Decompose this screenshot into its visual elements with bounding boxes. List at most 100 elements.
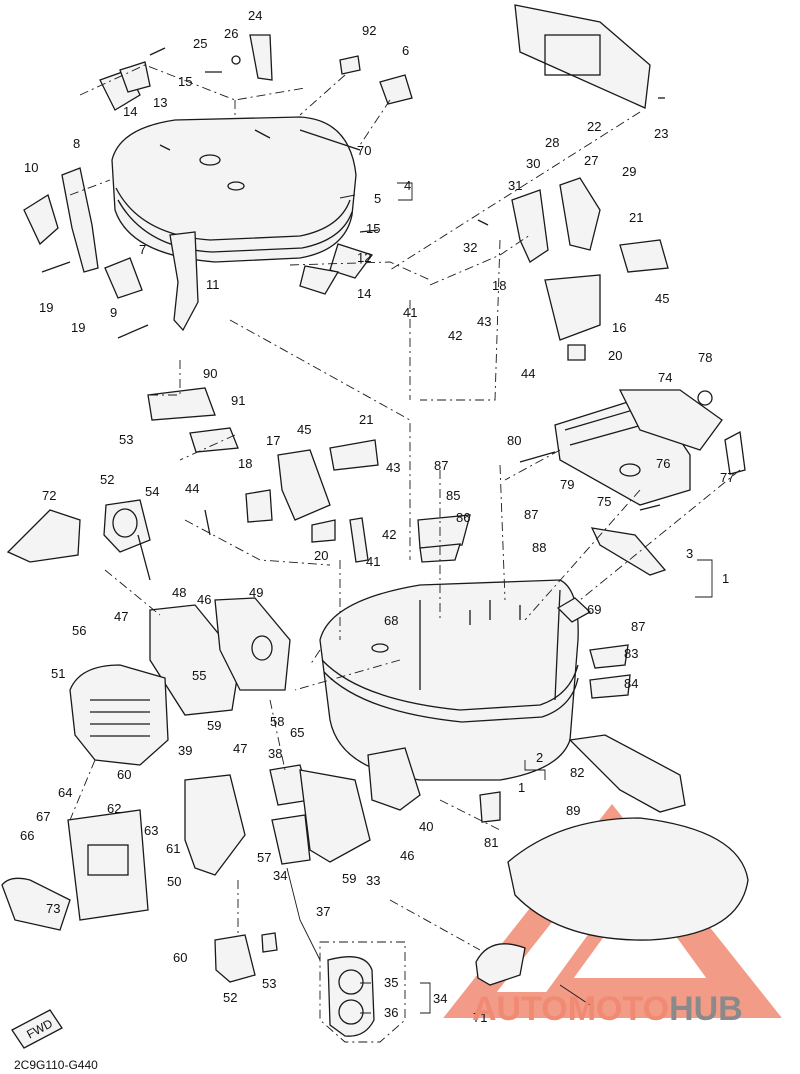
callout-11: 11 bbox=[206, 277, 220, 292]
callout-53: 53 bbox=[262, 976, 276, 991]
callout-41: 41 bbox=[403, 305, 417, 320]
callout-46: 46 bbox=[197, 592, 211, 607]
callout-67: 67 bbox=[36, 809, 50, 824]
callout-86: 86 bbox=[456, 510, 470, 525]
callout-12: 12 bbox=[357, 250, 371, 265]
callout-87: 87 bbox=[631, 619, 645, 634]
callout-82: 82 bbox=[570, 765, 584, 780]
callout-18: 18 bbox=[238, 456, 252, 471]
callout-2: 2 bbox=[536, 750, 543, 765]
callout-66: 66 bbox=[20, 828, 34, 843]
callout-85: 85 bbox=[446, 488, 460, 503]
callout-14: 14 bbox=[357, 286, 371, 301]
callout-77: 77 bbox=[720, 470, 734, 485]
callout-57: 57 bbox=[257, 850, 271, 865]
callout-55: 55 bbox=[192, 668, 206, 683]
watermark-text: AUTOMOTOHUB bbox=[472, 990, 743, 1028]
callout-62: 62 bbox=[107, 801, 121, 816]
callout-69: 69 bbox=[587, 602, 601, 617]
lid-hardware bbox=[23, 34, 413, 339]
callout-43: 43 bbox=[386, 460, 400, 475]
callout-61: 61 bbox=[166, 841, 180, 856]
lock-detail bbox=[319, 941, 406, 1043]
callout-34: 34 bbox=[273, 868, 287, 883]
callout-33: 33 bbox=[366, 873, 380, 888]
callout-58: 58 bbox=[270, 714, 284, 729]
callout-17: 17 bbox=[266, 433, 280, 448]
watermark-suffix: HUB bbox=[669, 990, 743, 1028]
left-side-hardware bbox=[1, 597, 501, 983]
callout-47: 47 bbox=[114, 609, 128, 624]
callout-21: 21 bbox=[629, 210, 643, 225]
callout-79: 79 bbox=[560, 477, 574, 492]
callout-7: 7 bbox=[139, 242, 146, 257]
callout-87: 87 bbox=[434, 458, 448, 473]
callout-92: 92 bbox=[362, 23, 376, 38]
callout-6: 6 bbox=[402, 43, 409, 58]
callout-65: 65 bbox=[290, 725, 304, 740]
callout-91: 91 bbox=[231, 393, 245, 408]
callout-20: 20 bbox=[608, 348, 622, 363]
callout-38: 38 bbox=[268, 746, 282, 761]
callout-37: 37 bbox=[316, 904, 330, 919]
callout-52: 52 bbox=[223, 990, 237, 1005]
callout-22: 22 bbox=[587, 119, 601, 134]
callout-83: 83 bbox=[624, 646, 638, 661]
callout-25: 25 bbox=[193, 36, 207, 51]
callout-14: 14 bbox=[123, 104, 137, 119]
callout-30: 30 bbox=[526, 156, 540, 171]
fwd-arrow: FWD bbox=[11, 1009, 63, 1049]
top-lid bbox=[111, 116, 357, 263]
callout-24: 24 bbox=[248, 8, 262, 23]
callout-64: 64 bbox=[58, 785, 72, 800]
callout-84: 84 bbox=[624, 676, 638, 691]
callout-75: 75 bbox=[597, 494, 611, 509]
callout-15: 15 bbox=[366, 221, 380, 236]
callout-47: 47 bbox=[233, 741, 247, 756]
callout-42: 42 bbox=[382, 527, 396, 542]
callout-40: 40 bbox=[419, 819, 433, 834]
callout-78: 78 bbox=[698, 350, 712, 365]
callout-23: 23 bbox=[654, 126, 668, 141]
callout-53: 53 bbox=[119, 432, 133, 447]
callout-28: 28 bbox=[545, 135, 559, 150]
callout-63: 63 bbox=[144, 823, 158, 838]
callout-41: 41 bbox=[366, 554, 380, 569]
callout-36: 36 bbox=[384, 1005, 398, 1020]
callout-35: 35 bbox=[384, 975, 398, 990]
callout-51: 51 bbox=[51, 666, 65, 681]
callout-4: 4 bbox=[404, 178, 411, 193]
callout-10: 10 bbox=[24, 160, 38, 175]
middle-hardware bbox=[6, 387, 471, 581]
callout-45: 45 bbox=[655, 291, 669, 306]
callout-19: 19 bbox=[39, 300, 53, 315]
callout-42: 42 bbox=[448, 328, 462, 343]
callout-3: 3 bbox=[686, 546, 693, 561]
assembly-lines bbox=[69, 64, 741, 951]
callout-32: 32 bbox=[463, 240, 477, 255]
callout-59: 59 bbox=[342, 871, 356, 886]
callout-29: 29 bbox=[622, 164, 636, 179]
callout-87: 87 bbox=[524, 507, 538, 522]
callout-43: 43 bbox=[477, 314, 491, 329]
diagram-code: 2C9G110-G440 bbox=[14, 1058, 98, 1072]
callout-16: 16 bbox=[612, 320, 626, 335]
callout-70: 70 bbox=[357, 143, 371, 158]
callout-60: 60 bbox=[117, 767, 131, 782]
callout-49: 49 bbox=[249, 585, 263, 600]
callout-8: 8 bbox=[73, 136, 80, 151]
callout-73: 73 bbox=[46, 901, 60, 916]
callout-80: 80 bbox=[507, 433, 521, 448]
callout-1: 1 bbox=[518, 780, 525, 795]
callout-60: 60 bbox=[173, 950, 187, 965]
callout-74: 74 bbox=[658, 370, 672, 385]
callout-88: 88 bbox=[532, 540, 546, 555]
callout-46: 46 bbox=[400, 848, 414, 863]
callout-39: 39 bbox=[178, 743, 192, 758]
watermark-prefix: AUTOMOTO bbox=[472, 990, 669, 1028]
callout-26: 26 bbox=[224, 26, 238, 41]
right-side-hardware bbox=[475, 527, 749, 986]
right-upper-hardware bbox=[477, 4, 669, 361]
hinge-bracket bbox=[519, 389, 746, 511]
